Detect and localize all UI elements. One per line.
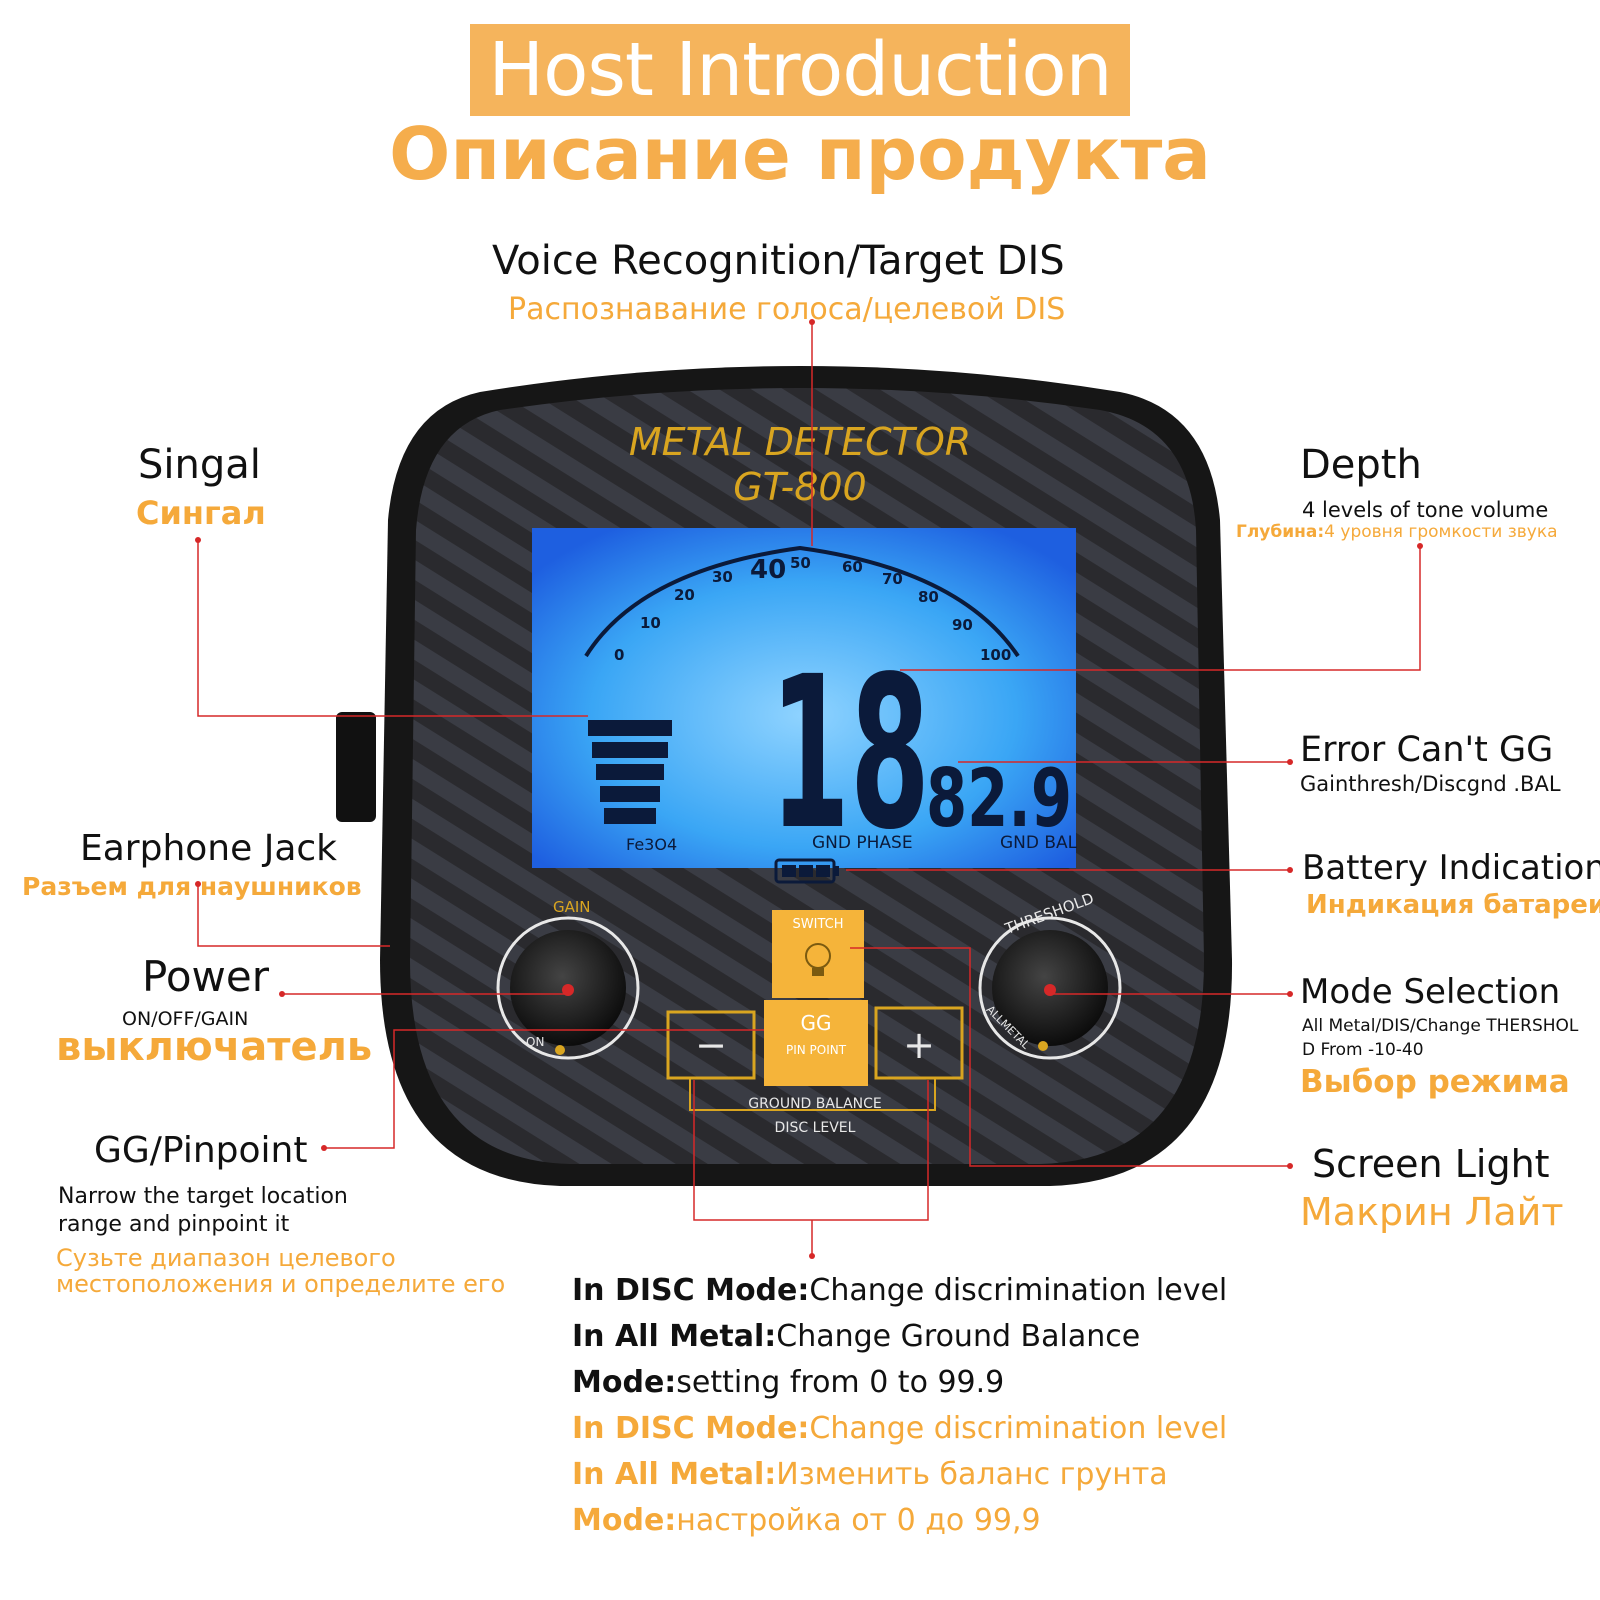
header-title-ru: Описание продукта bbox=[389, 112, 1211, 196]
disc-level-label: DISC LEVEL bbox=[775, 1120, 856, 1136]
device-model: GT-800 bbox=[733, 465, 866, 509]
error-sub: Gainthresh/Discgnd .BAL bbox=[1300, 772, 1561, 796]
scale-tick-90: 90 bbox=[952, 616, 973, 634]
switch-label: SWITCH bbox=[793, 917, 844, 932]
bottom-description: In DISC Mode:Change discrimination level… bbox=[572, 1268, 1227, 1544]
power-label: Power bbox=[142, 952, 269, 1001]
signal-bars bbox=[588, 720, 672, 824]
mode-sub-2: D From -10-40 bbox=[1302, 1040, 1424, 1060]
scale-major-40: 40 bbox=[750, 555, 786, 585]
earphone-label-ru: Разъем для наушников bbox=[22, 872, 362, 901]
mode-label-ru: Выбор режима bbox=[1300, 1064, 1570, 1100]
depth-sub: 4 levels of tone volume bbox=[1302, 498, 1549, 522]
switch-button[interactable] bbox=[772, 910, 864, 998]
minus-button[interactable] bbox=[666, 1010, 756, 1080]
scale-tick-100: 100 bbox=[980, 646, 1011, 664]
leader-lines bbox=[197, 322, 1421, 1256]
gain-knob-label: GAIN bbox=[553, 898, 591, 916]
device-brand: METAL DETECTOR bbox=[629, 420, 971, 464]
mode-sub-1: All Metal/DIS/Change THERSHOL bbox=[1302, 1016, 1579, 1036]
scale-tick-10: 10 bbox=[640, 614, 661, 632]
battery-label-ru: Индикация батареи bbox=[1306, 890, 1600, 920]
bottom-line-ru-3: Mode:настройка от 0 до 99,9 bbox=[572, 1503, 1041, 1538]
gg-label: GG bbox=[801, 1011, 832, 1035]
pinpoint-ru-1: Сузьте диапазон целевого bbox=[56, 1244, 396, 1272]
scale-tick-0: 0 bbox=[614, 646, 624, 664]
screen-light-label-ru: Макрин Лайт bbox=[1300, 1190, 1564, 1234]
scale-tick-50: 50 bbox=[790, 554, 811, 572]
scale-tick-70: 70 bbox=[882, 570, 903, 588]
mode-label: Mode Selection bbox=[1300, 972, 1561, 1012]
bottom-line-en-3: Mode:setting from 0 to 99.9 bbox=[572, 1365, 1005, 1400]
pinpoint-sub-2: range and pinpoint it bbox=[58, 1212, 290, 1237]
pinpoint-label: PIN POINT bbox=[786, 1043, 847, 1057]
depth-label: Depth bbox=[1300, 442, 1422, 488]
gain-knob-sub: ON bbox=[526, 1035, 544, 1049]
header-title: Host Introduction bbox=[470, 24, 1130, 116]
lcd-small-number: 82.9 bbox=[926, 752, 1072, 845]
earphone-jack[interactable] bbox=[336, 712, 376, 822]
depth-ru: Глубина:4 уровня громкости звука bbox=[1236, 522, 1558, 542]
error-label: Error Can't GG bbox=[1300, 730, 1554, 770]
voice-label-ru: Распознавание голоса/целевой DIS bbox=[508, 292, 1066, 327]
bottom-line-en-1: In DISC Mode:Change discrimination level bbox=[572, 1273, 1228, 1308]
plus-label: + bbox=[903, 1023, 935, 1067]
ground-balance-label: GROUND BALANCE bbox=[748, 1096, 882, 1112]
gg-pinpoint-button[interactable] bbox=[764, 1000, 868, 1086]
plus-button[interactable] bbox=[874, 1006, 964, 1080]
lcd-big-number: 18 bbox=[770, 631, 930, 876]
bottom-line-ru-1: In DISC Mode:Change discrimination level bbox=[572, 1411, 1228, 1446]
signal-label: Singal bbox=[138, 442, 261, 488]
power-sub: ON/OFF/GAIN bbox=[122, 1008, 249, 1030]
scale-tick-60: 60 bbox=[842, 558, 863, 576]
battery-label: Battery Indication bbox=[1302, 848, 1600, 888]
pinpoint-label: GG/Pinpoint bbox=[94, 1130, 308, 1171]
bottom-line-en-2: In All Metal:Change Ground Balance bbox=[572, 1319, 1141, 1354]
lcd-gnd-bal: GND BAL bbox=[1000, 833, 1078, 853]
scale-tick-80: 80 bbox=[918, 588, 939, 606]
earphone-label: Earphone Jack bbox=[80, 828, 338, 869]
voice-label: Voice Recognition/Target DIS bbox=[492, 238, 1065, 284]
bottom-line-ru-2: In All Metal:Изменить баланс грунта bbox=[572, 1457, 1168, 1492]
lcd-gnd-phase: GND PHASE bbox=[812, 833, 913, 853]
lcd-scale-arc bbox=[584, 545, 1020, 658]
scale-tick-30: 30 bbox=[712, 568, 733, 586]
scale-tick-20: 20 bbox=[674, 586, 695, 604]
signal-label-ru: Сингал bbox=[136, 494, 266, 532]
screen-light-label: Screen Light bbox=[1312, 1142, 1550, 1186]
power-label-ru: выключатель bbox=[56, 1024, 373, 1070]
pinpoint-ru-2: местоположения и определите его bbox=[56, 1270, 506, 1298]
lcd-fe-label: Fe3O4 bbox=[626, 835, 677, 854]
pinpoint-sub-1: Narrow the target location bbox=[58, 1184, 348, 1209]
